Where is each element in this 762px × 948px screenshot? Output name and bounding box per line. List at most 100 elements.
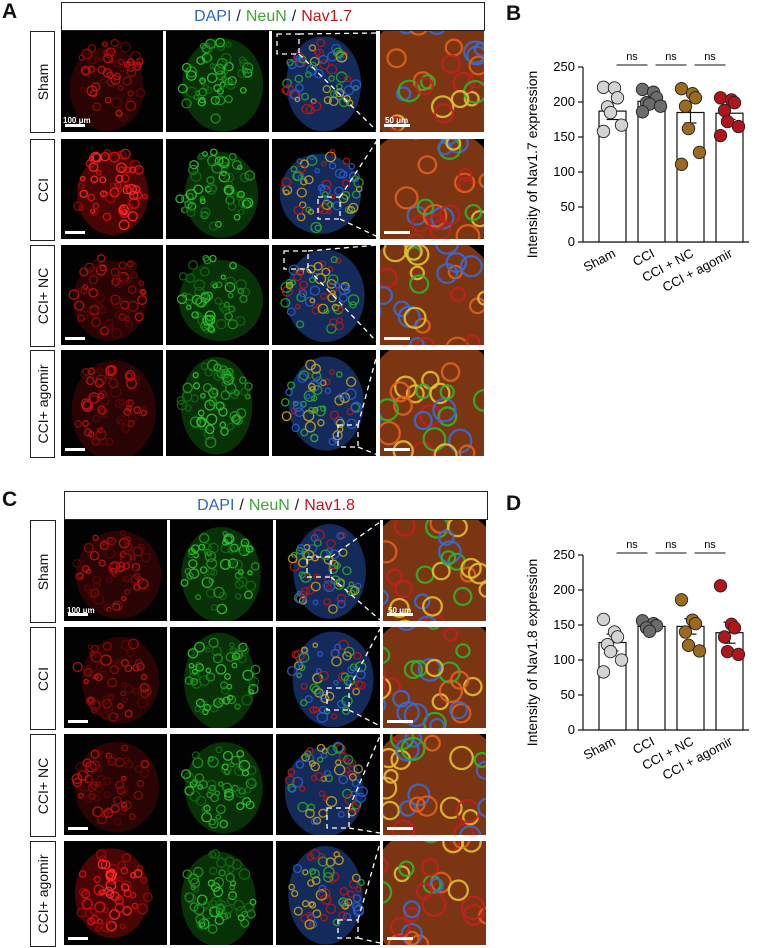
y-tick-label: 0: [568, 234, 575, 249]
scale-bar-label-zoom: 50 μm: [385, 116, 409, 125]
micrograph-merge: [276, 627, 380, 728]
micrograph-red: [61, 31, 163, 132]
micrograph-green: [166, 139, 269, 239]
micrograph-red: [64, 627, 167, 728]
micrograph-zoom: [383, 520, 486, 621]
micrograph-merge: [272, 350, 376, 456]
data-point: [653, 99, 668, 113]
zoom-box: [337, 424, 359, 448]
scale-bar: [384, 337, 410, 340]
data-point: [727, 621, 742, 635]
zoom-line: [348, 709, 381, 727]
significance-label: ns: [704, 51, 716, 63]
micrograph-green: [166, 350, 269, 456]
data-point: [731, 119, 746, 134]
zoom-box: [283, 250, 309, 270]
data-point: [713, 128, 728, 143]
scale-bar-label-main: 100 μm: [67, 606, 95, 615]
data-point: [681, 638, 696, 652]
zoom-box: [337, 919, 359, 939]
micrograph-red: [61, 350, 163, 456]
zoom-line: [307, 244, 379, 252]
bar: [637, 100, 666, 243]
zoom-box: [326, 807, 350, 829]
micrograph-zoom: [383, 627, 486, 728]
micrograph-zoom: [380, 139, 484, 239]
data-point: [720, 114, 735, 129]
y-tick-label: 200: [553, 94, 575, 109]
panel-letter-d: D: [506, 492, 522, 515]
micrograph-green: [170, 520, 273, 621]
data-point: [692, 644, 707, 658]
row-label-cci-nc: CCI+ NC: [30, 245, 55, 347]
y-tick-label: 200: [553, 582, 575, 597]
micrograph-green: [170, 627, 273, 728]
micrograph-zoom: [380, 245, 484, 345]
row-label-cci: CCI: [30, 627, 56, 730]
zoom-line: [357, 350, 379, 426]
scale-bar: [384, 124, 410, 127]
significance-label: ns: [626, 539, 638, 551]
legend-separator: /: [239, 496, 244, 514]
data-point: [678, 625, 693, 639]
zoom-line: [348, 827, 381, 834]
data-point: [717, 630, 732, 644]
row-label-cci: CCI: [30, 139, 55, 241]
scale-bar: [68, 827, 88, 830]
y-axis-label: Intensity of Nav1.7 expression: [524, 71, 540, 259]
micrograph-merge: [272, 245, 376, 345]
data-point: [610, 630, 625, 644]
x-tick-label: Sham: [581, 245, 618, 274]
zoom-box: [326, 687, 350, 711]
micrograph-red: [64, 520, 167, 621]
data-point: [596, 612, 611, 627]
scale-bar: [387, 827, 413, 830]
scale-bar: [387, 613, 413, 616]
significance-label: ns: [665, 51, 677, 63]
scale-bar: [65, 448, 85, 451]
data-point: [614, 118, 629, 132]
y-tick-label: 100: [553, 652, 575, 667]
micrograph-zoom: [383, 734, 486, 835]
row-label-cci-agomir: CCI+ agomir: [30, 841, 56, 947]
legend-c: DAPI / NeuN / Nav1.8: [64, 491, 488, 520]
zoom-line: [357, 446, 379, 456]
data-point: [596, 124, 611, 139]
row-label-sham: Sham: [30, 31, 55, 133]
legend-dapi-label: DAPI: [194, 7, 232, 25]
data-point: [674, 157, 689, 171]
scale-bar: [68, 937, 88, 940]
data-point: [610, 91, 625, 105]
micrograph-green: [166, 31, 269, 132]
panel-letter-c: C: [2, 488, 18, 511]
data-point: [674, 593, 689, 607]
data-point: [603, 105, 618, 120]
scale-bar: [384, 231, 410, 234]
y-tick-label: 50: [561, 687, 575, 702]
scale-bar: [387, 720, 413, 723]
data-point: [674, 82, 689, 96]
micrograph-zoom: [383, 841, 486, 945]
micrograph-zoom: [380, 350, 484, 456]
scale-bar: [65, 124, 85, 127]
zoom-box: [276, 33, 300, 55]
scale-bar: [384, 448, 410, 451]
legend-separator: /: [236, 7, 241, 25]
zoom-line: [348, 735, 381, 809]
row-label-cci-agomir: CCI+ agomir: [30, 350, 55, 458]
micrograph-merge: [276, 520, 380, 621]
data-point: [678, 99, 693, 113]
micrograph-green: [170, 841, 273, 945]
bar: [637, 625, 666, 731]
zoom-line: [307, 268, 379, 344]
data-point: [681, 121, 696, 136]
y-tick-label: 250: [553, 59, 575, 74]
y-tick-label: 100: [553, 164, 575, 179]
row-label-sham: Sham: [30, 520, 56, 623]
data-point: [720, 644, 735, 659]
data-point: [603, 644, 618, 659]
legend-nav-label: Nav1.8: [304, 496, 355, 514]
